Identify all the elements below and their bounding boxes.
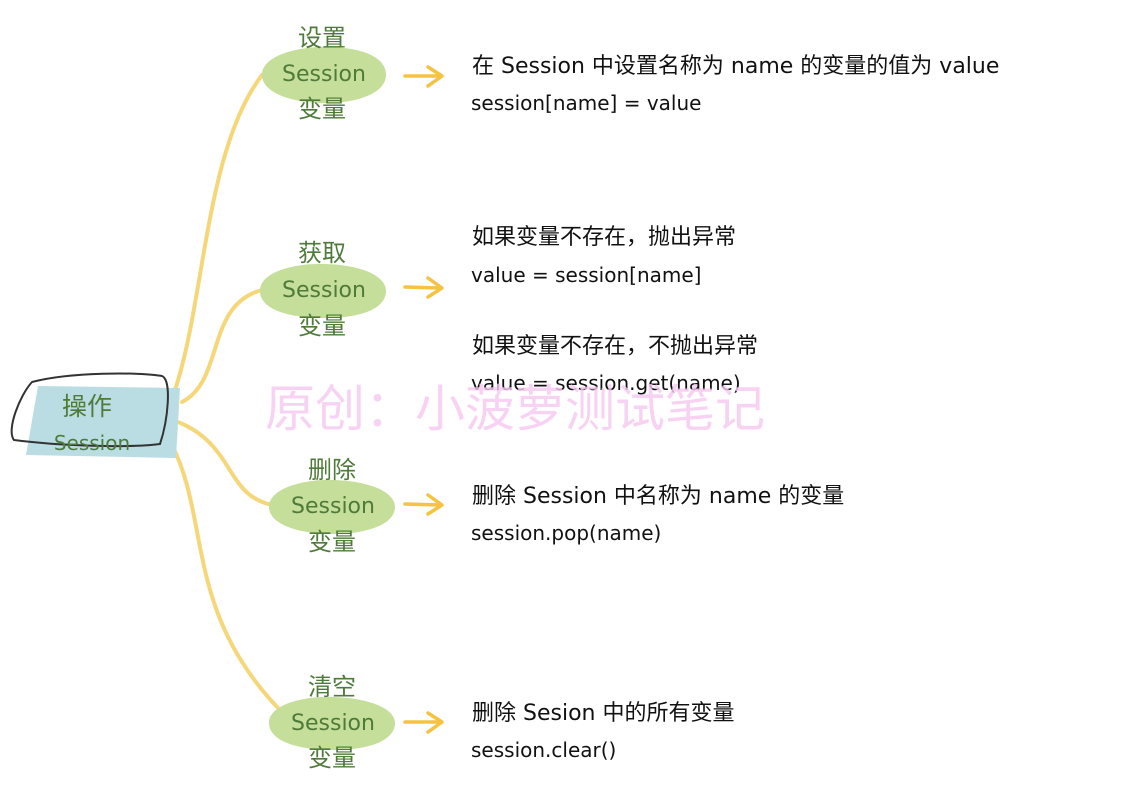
connector-root-to-delete [176, 420, 274, 507]
clear-code: session.clear() [471, 738, 617, 762]
branch-get-title: 获取 [298, 239, 346, 267]
branch-node-clear [269, 696, 395, 750]
set-description: 在 Session 中设置名称为 name 的变量的值为 value [472, 54, 1000, 79]
root-node-fill [26, 386, 180, 458]
get-code-get: value = session.get(name) [471, 371, 741, 395]
branch-node-set [262, 46, 386, 103]
delete-description: 删除 Session 中名称为 name 的变量 [472, 484, 845, 509]
branch-get-session: Session [282, 278, 366, 303]
watermark: 原创：小菠萝测试笔记 [265, 380, 765, 438]
set-code: session[name] = value [471, 91, 702, 115]
connector-root-to-get [180, 288, 264, 404]
root-label-operation: 操作 [61, 392, 112, 421]
clear-description: 删除 Sesion 中的所有变量 [472, 701, 735, 726]
branch-set-variable: 变量 [298, 95, 346, 123]
branch-clear-session: Session [291, 711, 375, 736]
branch-node-get [260, 263, 386, 318]
branch-delete-variable: 变量 [308, 528, 356, 556]
arrow-set [403, 65, 444, 88]
arrow-delete [403, 493, 444, 516]
root-label-session: Session [53, 431, 131, 455]
branch-delete-session: Session [291, 494, 375, 519]
connector-root-to-set [173, 73, 264, 392]
delete-code: session.pop(name) [471, 521, 662, 545]
branch-node-delete [269, 479, 395, 534]
branch-delete-title: 删除 [308, 456, 356, 484]
arrow-get [403, 276, 444, 299]
get-code-index: value = session[name] [471, 263, 702, 287]
branch-clear-variable: 变量 [308, 744, 356, 772]
root-node-outline [10, 372, 169, 448]
branch-set-title: 设置 [298, 24, 346, 52]
get-description-raise: 如果变量不存在，抛出异常 [472, 225, 737, 250]
connector-root-to-clear [170, 443, 280, 710]
branch-clear-title: 清空 [308, 673, 356, 701]
arrow-clear [403, 711, 444, 734]
branch-set-session: Session [282, 62, 366, 87]
branch-get-variable: 变量 [298, 312, 346, 340]
get-description-no-raise: 如果变量不存在，不抛出异常 [472, 334, 759, 359]
